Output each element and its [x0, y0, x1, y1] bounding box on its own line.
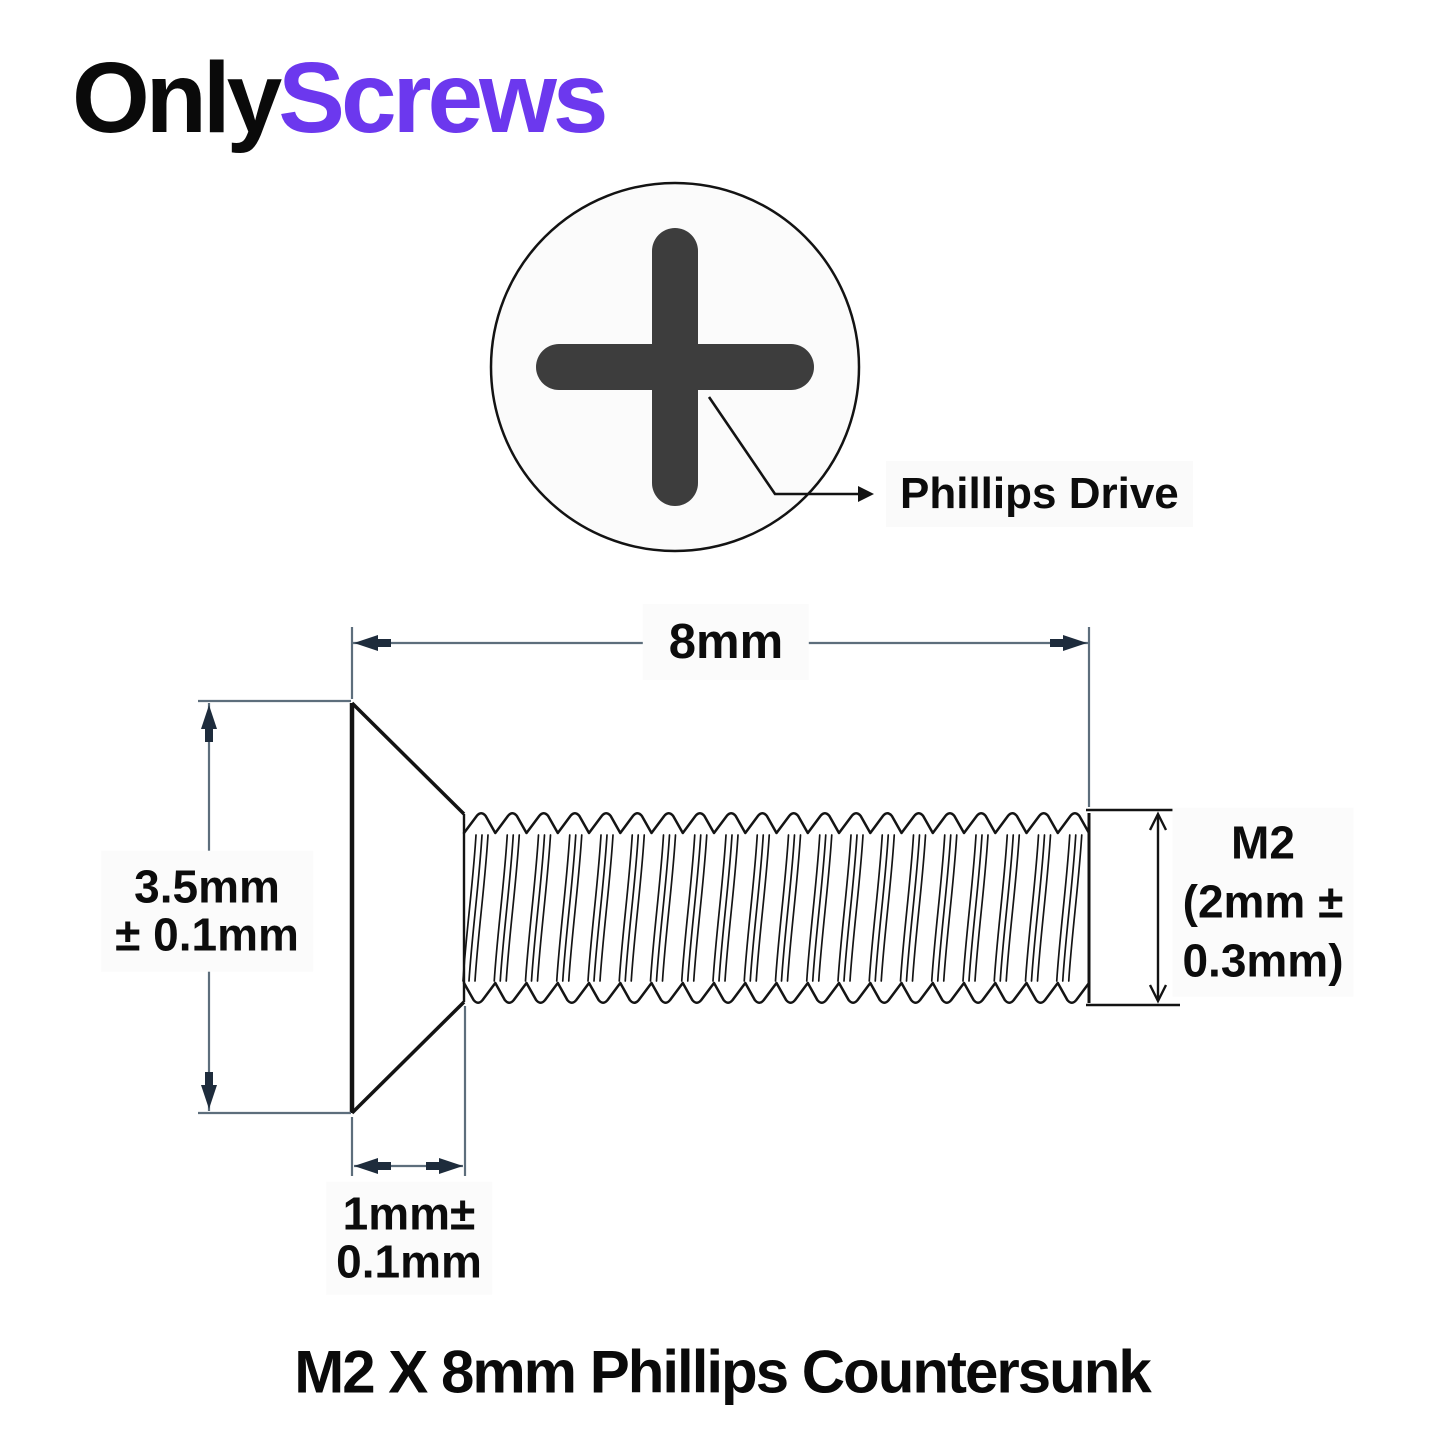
head-diameter-label: 3.5mm ± 0.1mm: [101, 850, 313, 972]
length-dimension-label: 8mm: [642, 604, 810, 680]
head-cone-top: [350, 701, 466, 816]
head-cone-bottom: [350, 1000, 466, 1115]
thread-diameter-label: M2 (2mm ± 0.3mm): [1172, 807, 1354, 997]
head-height-tolerance: 0.1mm: [336, 1236, 482, 1288]
head-diameter-value: 3.5mm: [134, 860, 280, 913]
brand-logo: OnlyScrews: [72, 42, 609, 154]
brand-name-screws: Screws: [278, 42, 608, 154]
phillips-drive-label: Phillips Drive: [886, 461, 1193, 527]
leader-arrowhead: [858, 486, 874, 502]
dim-thread-diameter: [1086, 808, 1180, 1007]
dim-head-height: [350, 1006, 467, 1176]
thread-pattern: [462, 812, 1091, 1004]
head-diameter-tolerance: ± 0.1mm: [115, 909, 299, 961]
diagram-title: M2 X 8mm Phillips Countersunk: [294, 1338, 1152, 1406]
head-height-label: 1mm± 0.1mm: [326, 1181, 492, 1295]
screw-side-view: [349, 701, 1091, 1115]
dim-head-diameter: [198, 699, 351, 1115]
brand-name-only: Only: [72, 42, 282, 154]
thread-tolerance-open: (2mm ±: [1182, 875, 1344, 928]
thread-tolerance-close: 0.3mm): [1182, 934, 1344, 987]
drive-leader-line: [707, 396, 874, 502]
head-height-value: 1mm±: [342, 1187, 476, 1240]
thread-size: M2: [1231, 816, 1295, 869]
drive-head-view: [489, 181, 874, 553]
phillips-cross-icon: [536, 228, 814, 506]
